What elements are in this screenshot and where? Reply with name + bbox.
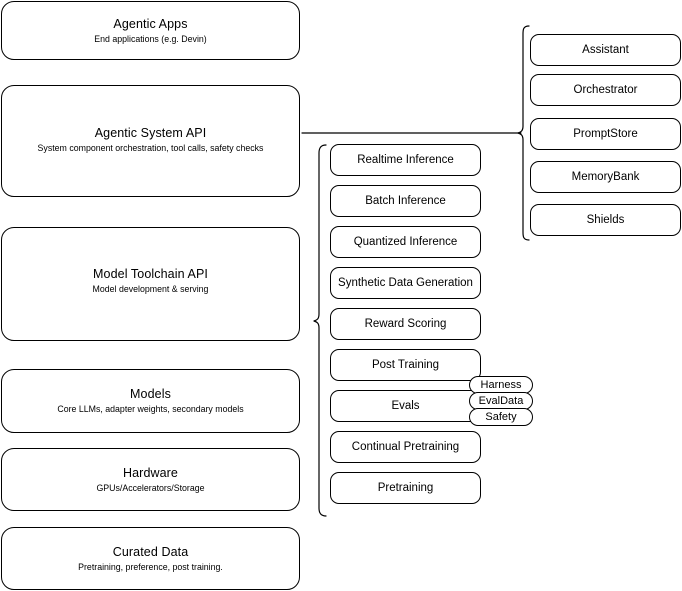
layer-box-models[interactable]: Models Core LLMs, adapter weights, secon… <box>1 369 300 433</box>
toolchain-item-label: Realtime Inference <box>357 154 454 166</box>
toolchain-item-label: Reward Scoring <box>364 318 447 330</box>
system-item-label: PromptStore <box>573 128 638 140</box>
layer-subtitle: Pretraining, preference, post training. <box>78 561 223 572</box>
system-item-assistant[interactable]: Assistant <box>530 34 681 66</box>
layer-title: Hardware <box>123 465 178 480</box>
toolchain-item-continual-pretraining[interactable]: Continual Pretraining <box>330 431 481 463</box>
toolchain-item-label: Evals <box>391 400 420 412</box>
system-item-label: Orchestrator <box>573 84 638 96</box>
toolchain-item-reward-scoring[interactable]: Reward Scoring <box>330 308 481 340</box>
evals-tag-safety[interactable]: Safety <box>469 408 533 426</box>
system-components-brace <box>517 25 530 241</box>
toolchain-item-evals[interactable]: Evals <box>330 390 481 422</box>
evals-tag-label: Harness <box>480 379 522 391</box>
system-item-shields[interactable]: Shields <box>530 204 681 236</box>
layer-title: Agentic System API <box>94 126 207 140</box>
layer-subtitle: GPUs/Accelerators/Storage <box>96 482 205 493</box>
layer-box-agentic-system-api[interactable]: Agentic System API System component orch… <box>1 85 300 197</box>
system-item-orchestrator[interactable]: Orchestrator <box>530 74 681 106</box>
layer-title: Agentic Apps <box>113 16 188 31</box>
system-item-promptstore[interactable]: PromptStore <box>530 118 681 150</box>
toolchain-item-label: Synthetic Data Generation <box>338 277 473 289</box>
evals-tag-label: EvalData <box>478 395 524 407</box>
toolchain-components-brace <box>313 144 327 517</box>
layer-box-agentic-apps[interactable]: Agentic Apps End applications (e.g. Devi… <box>1 1 300 60</box>
toolchain-item-post-training[interactable]: Post Training <box>330 349 481 381</box>
toolchain-item-batch-inference[interactable]: Batch Inference <box>330 185 481 217</box>
layer-box-hardware[interactable]: Hardware GPUs/Accelerators/Storage <box>1 448 300 511</box>
system-item-label: Assistant <box>582 44 629 56</box>
system-item-label: Shields <box>586 214 625 226</box>
layer-subtitle: System component orchestration, tool cal… <box>37 143 264 153</box>
toolchain-item-synthetic-data-generation[interactable]: Synthetic Data Generation <box>330 267 481 299</box>
layer-subtitle: Model development & serving <box>92 284 209 294</box>
toolchain-item-pretraining[interactable]: Pretraining <box>330 472 481 504</box>
layer-subtitle: End applications (e.g. Devin) <box>94 33 207 44</box>
layer-box-curated-data[interactable]: Curated Data Pretraining, preference, po… <box>1 527 300 590</box>
toolchain-item-label: Continual Pretraining <box>351 441 460 453</box>
toolchain-item-label: Pretraining <box>377 482 434 494</box>
toolchain-item-quantized-inference[interactable]: Quantized Inference <box>330 226 481 258</box>
toolchain-item-label: Quantized Inference <box>353 236 458 248</box>
evals-tag-label: Safety <box>485 411 517 423</box>
toolchain-item-realtime-inference[interactable]: Realtime Inference <box>330 144 481 176</box>
system-item-memorybank[interactable]: MemoryBank <box>530 161 681 193</box>
layer-title: Curated Data <box>112 544 189 559</box>
layer-subtitle: Core LLMs, adapter weights, secondary mo… <box>57 404 244 414</box>
layer-title: Model Toolchain API <box>93 267 208 281</box>
toolchain-item-label: Batch Inference <box>365 195 446 207</box>
layer-box-model-toolchain-api[interactable]: Model Toolchain API Model development & … <box>1 227 300 341</box>
layer-title: Models <box>130 387 171 401</box>
system-item-label: MemoryBank <box>571 171 640 183</box>
toolchain-item-label: Post Training <box>371 359 440 371</box>
